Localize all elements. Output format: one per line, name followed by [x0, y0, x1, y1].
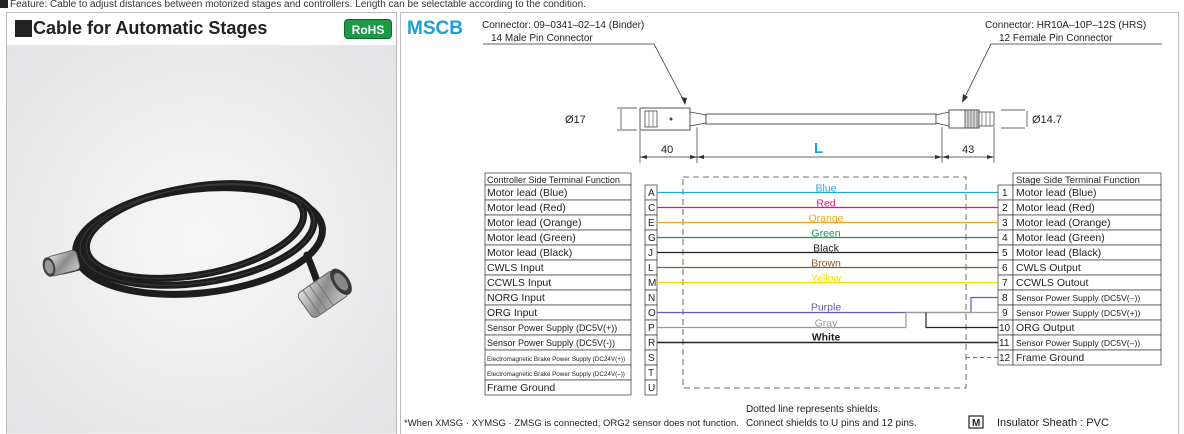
controller-pin-G: G: [648, 233, 656, 244]
right-connector-line1: Connector: HR10A–10P–12S (HRS): [985, 20, 1146, 31]
stage-pin-2: 2: [1002, 203, 1008, 214]
controller-function-4: Motor lead (Black): [487, 247, 572, 259]
stage-function-3: Motor lead (Green): [1016, 232, 1105, 244]
controller-pin-L: L: [648, 263, 654, 274]
wire-label-red: Red: [816, 198, 835, 210]
stage-function-6: CCWLS Outout: [1016, 277, 1088, 289]
section-title: Cable for Automatic Stages: [33, 18, 268, 38]
left-connector-line2: 14 Male Pin Connector: [491, 33, 593, 44]
controller-function-12: Electromagnetic Brake Power Supply (DC24…: [487, 371, 625, 378]
product-photo-panel: Cable for Automatic Stages RoHS: [6, 12, 397, 434]
stage-table-header: Stage Side Terminal Function: [1016, 175, 1140, 186]
controller-function-2: Motor lead (Orange): [487, 217, 582, 229]
controller-pin-E: E: [648, 218, 655, 229]
note-square-icon: [0, 0, 8, 8]
controller-side-table: Controller Side Terminal Function Motor …: [484, 172, 658, 396]
controller-function-0: Motor lead (Blue): [487, 187, 568, 199]
stage-pin-4: 4: [1002, 233, 1008, 244]
stage-pin-5: 5: [1002, 248, 1008, 259]
stage-function-9: ORG Output: [1016, 322, 1074, 334]
material-note: Insulator Sheath : PVC: [997, 417, 1109, 429]
stage-pin-1: 1: [1002, 188, 1008, 199]
wire-gray: [657, 311, 998, 329]
right-length-label: 43: [962, 144, 974, 156]
stage-function-0: Motor lead (Blue): [1016, 187, 1097, 199]
left-diameter-label: Ø17: [565, 114, 586, 126]
right-connector-line2: 12 Female Pin Connector: [999, 33, 1113, 44]
controller-function-5: CWLS Input: [487, 262, 544, 274]
wire-label-orange: Orange: [808, 213, 843, 225]
right-diameter-label: Ø14.7: [1032, 114, 1062, 126]
cable-drawing: [639, 107, 995, 131]
stage-function-2: Motor lead (Orange): [1016, 217, 1111, 229]
controller-function-11: Electromagnetic Brake Power Supply (DC24…: [487, 356, 625, 363]
stage-pin-12: 12: [999, 353, 1011, 364]
controller-function-6: CCWLS Input: [487, 277, 551, 289]
stage-pin-7: 7: [1002, 278, 1008, 289]
stage-pin-11: 11: [999, 338, 1010, 349]
stage-function-8: Sensor Power Supply (DC5V(+)): [1016, 308, 1141, 318]
controller-pin-J: J: [648, 248, 653, 259]
controller-pin-P: P: [648, 323, 655, 334]
section-header: Cable for Automatic Stages RoHS: [7, 13, 396, 45]
left-length-label: 40: [661, 144, 673, 156]
controller-function-9: Sensor Power Supply (DC5V(+)): [487, 323, 617, 333]
model-name: MSCB: [407, 18, 463, 39]
controller-table-header: Controller Side Terminal Function: [487, 175, 620, 185]
stage-pin-8: 8: [1002, 293, 1008, 304]
controller-function-1: Motor lead (Red): [487, 202, 566, 214]
stage-pin-10: 10: [999, 323, 1011, 334]
controller-pin-U: U: [648, 383, 655, 394]
controller-function-7: NORG Input: [487, 292, 545, 304]
section-square-icon: [15, 20, 32, 37]
page-note: Feature: Cable to adjust distances betwe…: [0, 0, 1184, 12]
stage-function-11: Frame Ground: [1016, 352, 1084, 364]
xmsg-note: *When XMSG · XYMSG · ZMSG is connected, …: [404, 418, 739, 429]
wire-label-yellow: Yellow: [811, 273, 841, 285]
stage-pin-6: 6: [1002, 263, 1008, 274]
wire-label-purple: Purple: [811, 302, 842, 314]
stage-function-1: Motor lead (Red): [1016, 202, 1095, 214]
stage-function-7: Sensor Power Supply (DC5V(–)): [1016, 293, 1140, 303]
stage-function-10: Sensor Power Supply (DC5V(–)): [1016, 338, 1140, 348]
controller-pin-T: T: [648, 368, 654, 379]
stage-pin-3: 3: [1002, 218, 1008, 229]
material-badge: M: [972, 418, 980, 429]
controller-pin-S: S: [648, 353, 655, 364]
wiring-diagram: MSCB Connector: 09–0341–02–14 (Binder) 1…: [404, 18, 1162, 429]
wire-label-blue: Blue: [815, 183, 836, 195]
controller-function-8: ORG Input: [487, 307, 537, 319]
controller-function-3: Motor lead (Green): [487, 232, 576, 244]
controller-pin-O: O: [648, 308, 656, 319]
wire-label-gray: Gray: [815, 318, 839, 330]
wire-lines: BlueRedOrangeGreenBlackBrownYellowPurple…: [657, 183, 998, 358]
stage-function-4: Motor lead (Black): [1016, 247, 1101, 259]
controller-function-10: Sensor Power Supply (DC5V(-)): [487, 338, 615, 348]
page-note-text: Feature: Cable to adjust distances betwe…: [10, 0, 586, 10]
rohs-badge: RoHS: [344, 19, 392, 39]
wire-purple: [657, 296, 998, 314]
specification-panel: MSCB Connector: 09–0341–02–14 (Binder) 1…: [400, 12, 1179, 434]
controller-pin-M: M: [648, 278, 656, 289]
left-connector-line1: Connector: 09–0341–02–14 (Binder): [482, 20, 644, 31]
shield-note-2: Connect shields to U pins and 12 pins.: [746, 418, 917, 429]
controller-pin-R: R: [648, 338, 655, 349]
wire-label-white: White: [812, 332, 841, 344]
controller-function-13: Frame Ground: [487, 382, 555, 394]
stage-function-5: CWLS Output: [1016, 262, 1081, 274]
controller-pin-N: N: [648, 293, 655, 304]
wire-label-brown: Brown: [811, 258, 841, 270]
cable-photo: [7, 45, 396, 433]
cable-length-label: L: [814, 140, 823, 157]
shield-note-1: Dotted line represents shields.: [746, 404, 881, 415]
wire-label-black: Black: [813, 243, 839, 255]
controller-pin-A: A: [648, 188, 655, 199]
wire-label-green: Green: [811, 228, 840, 240]
stage-pin-9: 9: [1002, 308, 1008, 319]
controller-pin-C: C: [648, 203, 655, 214]
wire-org-link: [925, 312, 998, 329]
